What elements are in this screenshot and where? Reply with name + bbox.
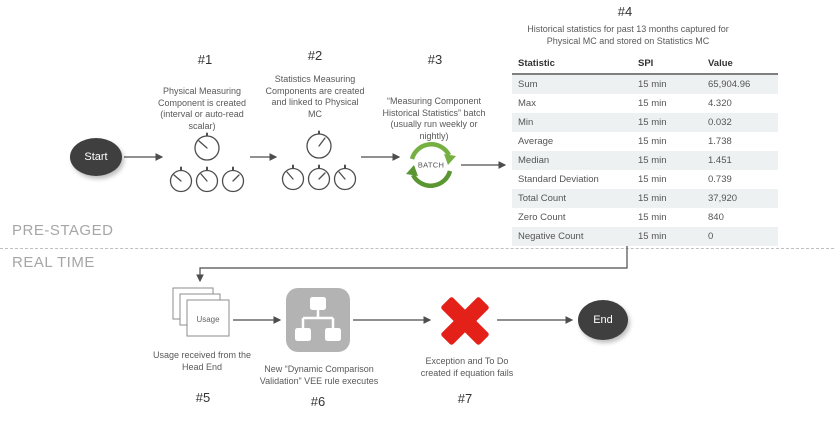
table-header-spi: SPI [632,54,702,75]
table-row: Min 15 min 0.032 [512,113,778,132]
table-cell: 37,920 [708,193,738,204]
usage-icon-label: Usage [196,315,220,324]
table-row: Average 15 min 1.738 [512,132,778,151]
table-cell: Total Count [518,193,567,204]
end-node-label: End [593,314,613,326]
table-row: Total Count 15 min 37,920 [512,189,778,208]
hierarchy-icon [295,297,341,341]
table-cell: 15 min [638,193,667,204]
table-cell: 65,904.96 [708,79,751,90]
step-text-7: Exception and To Do created if equation … [420,356,514,378]
step-number-6: #6 [310,394,326,409]
usage-stack-icon: Usage [172,286,230,340]
table-row: Max 15 min 4.320 [512,94,778,113]
table-cell: 4.320 [708,98,732,109]
paper-stack-icon [172,287,230,337]
step-number-7: #7 [457,391,473,406]
table-cell: 15 min [638,212,667,223]
table-cell: 15 min [638,117,667,128]
gauge-cluster-icon-1 [169,132,245,193]
table-cell: 15 min [638,79,667,90]
table-cell: Standard Deviation [518,174,599,185]
step-text-1: Physical Measuring Component is created … [157,86,247,132]
table-cell: Min [518,117,534,128]
start-node: Start [70,138,122,176]
table-row: Sum 15 min 65,904.96 [512,74,778,94]
table-cell: 15 min [638,98,667,109]
table-cell: Median [518,155,550,166]
table-cell: Negative Count [518,231,584,242]
step-number-3: #3 [427,52,443,67]
table-row: Negative Count 15 min 0 [512,227,778,246]
step-number-5: #5 [195,390,211,405]
table-caption: Historical statistics for past 13 months… [527,24,729,46]
table-cell: 840 [708,212,724,223]
step-number-1: #1 [197,52,213,67]
table-header-statistic: Statistic [512,54,632,75]
step-text-3: “Measuring Component Historical Statisti… [382,96,486,142]
table-cell: Max [518,98,536,109]
step-text-2: Statistics Measuring Components are crea… [265,74,365,120]
stage-divider [0,248,834,249]
table-row: Zero Count 15 min 840 [512,208,778,227]
table-cell: 1.738 [708,136,732,147]
table-cell: Sum [518,79,538,90]
vee-rule-icon [286,288,350,352]
table-cell: 0.032 [708,117,732,128]
table-cell: 0.739 [708,174,732,185]
table-cell: 15 min [638,174,667,185]
section-label-pre-staged: PRE-STAGED [12,222,114,239]
step-number-4: #4 [617,4,633,19]
section-label-real-time: REAL TIME [12,254,95,271]
start-node-label: Start [84,151,108,163]
step-text-6: New “Dynamic Comparison Validation” VEE … [259,364,379,386]
step-text-5: Usage received from the Head End [152,350,252,372]
end-node: End [578,300,628,340]
table-cell: 1.451 [708,155,732,166]
fail-x-icon [441,297,489,345]
table-cell: 15 min [638,231,667,242]
gauge-cluster-icon-2 [281,130,357,191]
step-number-2: #2 [307,48,323,63]
table-cell: 0 [708,231,714,242]
batch-label: BATCH [417,160,445,170]
batch-icon: BATCH [404,138,458,192]
table-cell: 15 min [638,136,667,147]
table-cell: Average [518,136,554,147]
table-header-row: Statistic SPI Value [512,54,778,75]
table-row: Median 15 min 1.451 [512,151,778,170]
table-header-value: Value [702,54,778,75]
table-cell: Zero Count [518,212,566,223]
table-cell: 15 min [638,155,667,166]
table-row: Standard Deviation 15 min 0.739 [512,170,778,189]
recycle-arrows-icon [406,142,456,188]
